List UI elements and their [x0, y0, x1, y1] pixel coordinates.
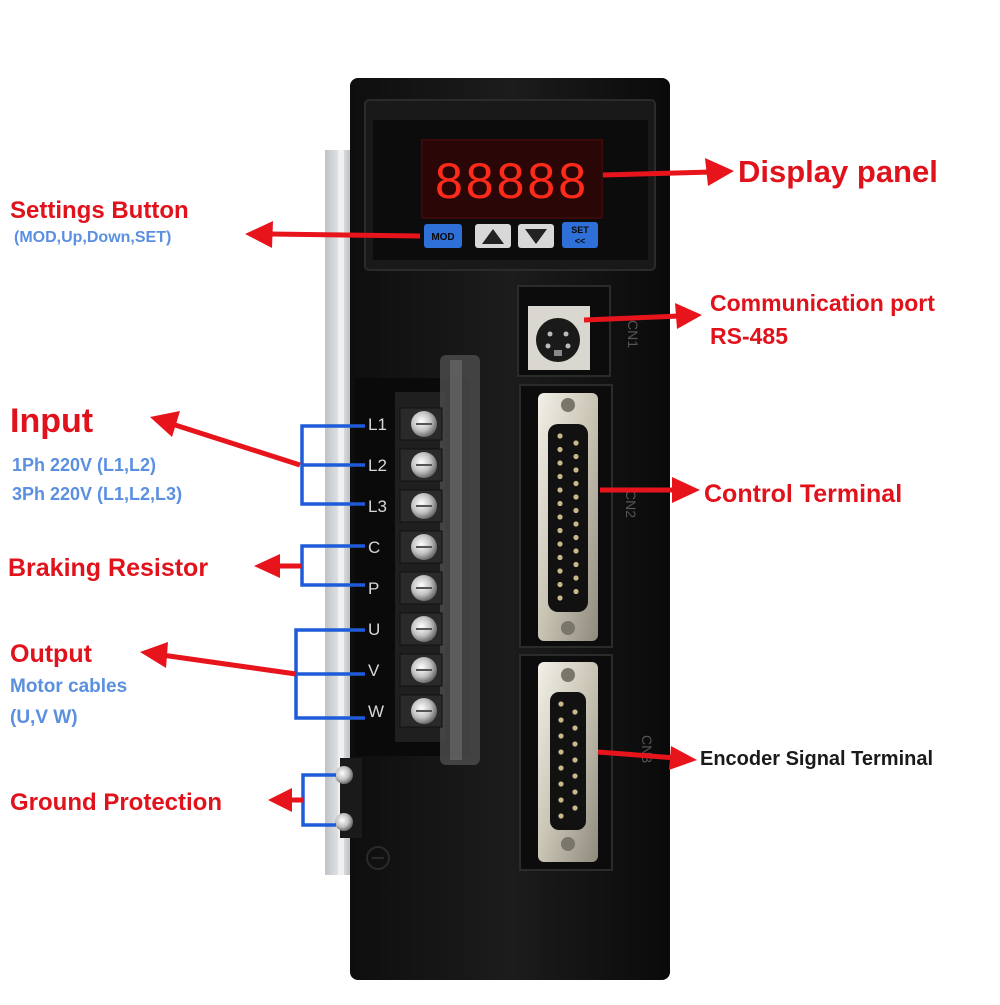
label-motor-cables: Motor cables — [10, 676, 127, 697]
terminal-label-u: U — [368, 620, 380, 639]
down-arrow-icon — [525, 229, 547, 244]
label-comm-port: Communication port — [710, 290, 935, 316]
mod-button[interactable]: MOD — [424, 224, 462, 248]
terminal-l2[interactable]: L2 — [368, 448, 443, 482]
cn2-label: CN2 — [623, 490, 639, 518]
terminal-w[interactable]: W — [368, 694, 443, 728]
terminal-label-w: W — [368, 702, 384, 721]
label-input-1ph: 1Ph 220V (L1,L2) — [12, 455, 156, 475]
label-display-panel: Display panel — [738, 154, 938, 189]
label-input: Input — [10, 402, 93, 440]
terminal-label-l2: L2 — [368, 456, 387, 475]
terminal-c[interactable]: C — [368, 530, 443, 564]
input-bracket — [300, 424, 365, 506]
terminal-label-c: C — [368, 538, 380, 557]
terminal-l3[interactable]: L3 — [368, 489, 443, 523]
terminal-v[interactable]: V — [368, 653, 443, 687]
label-input-3ph: 3Ph 220V (L1,L2,L3) — [12, 484, 182, 504]
comm-port-arrow — [583, 313, 681, 323]
set-button-sub: << — [575, 236, 586, 246]
down-button[interactable] — [518, 224, 554, 248]
set-button[interactable]: SET << — [562, 222, 598, 248]
rs485-port[interactable] — [536, 318, 580, 362]
label-settings-button: Settings Button — [10, 197, 189, 224]
terminal-label-p: P — [368, 579, 379, 598]
display-panel — [421, 139, 603, 219]
terminal-u[interactable]: U — [368, 612, 443, 646]
label-settings-sub: (MOD,Up,Down,SET) — [14, 229, 171, 246]
terminal-p[interactable]: P — [368, 571, 443, 605]
terminal-label-l3: L3 — [368, 497, 387, 516]
ground-screw-bottom[interactable] — [335, 813, 353, 831]
display-digits: 88888 — [435, 153, 589, 209]
ground-symbol-icon — [366, 846, 390, 870]
settings-button-arrow — [269, 231, 421, 239]
label-uvw: (U,V W) — [10, 707, 78, 728]
terminal-label-l1: L1 — [368, 415, 387, 434]
cn1-label: CN1 — [625, 320, 641, 348]
label-output: Output — [10, 640, 93, 668]
terminal-l1[interactable]: L1 — [368, 407, 443, 441]
terminal-label-v: V — [368, 661, 380, 680]
terminal-block — [395, 392, 445, 742]
display-panel-arrow — [602, 169, 713, 178]
label-encoder-terminal: Encoder Signal Terminal — [700, 748, 933, 770]
up-arrow-icon — [482, 229, 504, 244]
output-arrow — [161, 652, 297, 677]
control-terminal[interactable] — [548, 424, 588, 612]
label-control-terminal: Control Terminal — [704, 480, 902, 508]
ground-screw-top[interactable] — [335, 766, 353, 784]
encoder-arrow — [597, 749, 677, 761]
label-rs485: RS-485 — [710, 323, 788, 349]
mod-button-label: MOD — [431, 232, 454, 243]
set-button-label: SET — [571, 225, 589, 235]
label-ground-protection: Ground Protection — [10, 789, 222, 816]
up-button[interactable] — [475, 224, 511, 248]
encoder-signal-terminal[interactable] — [550, 692, 586, 830]
label-braking-resistor: Braking Resistor — [8, 554, 208, 582]
cn3-label: CN3 — [639, 735, 655, 763]
input-arrow — [171, 421, 301, 468]
